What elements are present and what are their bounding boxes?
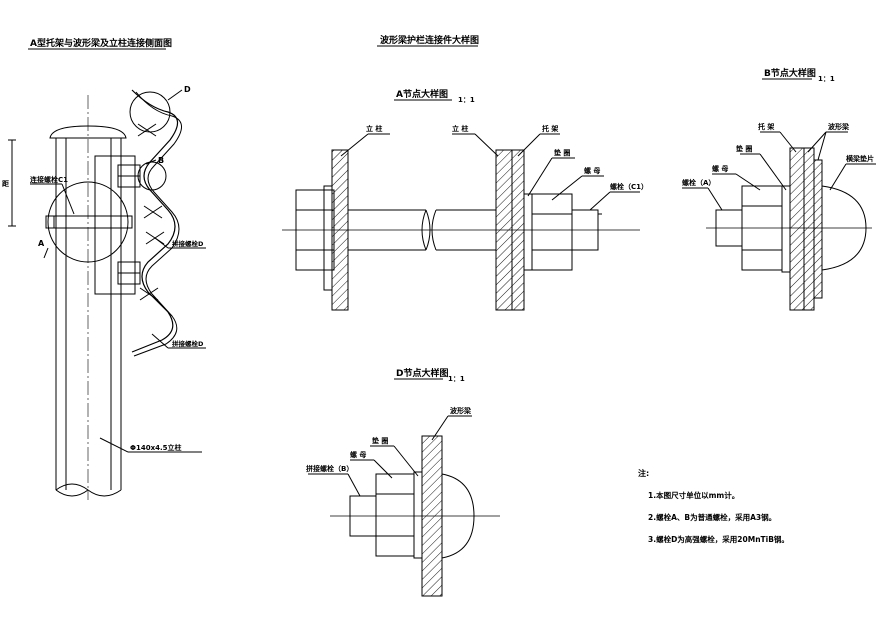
title-center: 波形梁护栏连接件大样图 bbox=[377, 34, 479, 47]
detail-b-labels: 托 架 波形梁 垫 圈 螺 母 螺栓（A） 横梁垫片 bbox=[682, 122, 874, 187]
label-post: Φ140x4.5立柱 bbox=[130, 443, 181, 452]
detail-a-labels: 立 柱 立 柱 托 架 垫 圈 螺 母 螺栓（C1） bbox=[366, 124, 648, 191]
detail-d-title-text: D节点大样图 bbox=[396, 367, 448, 379]
detail-a-title-text: A节点大样图 bbox=[396, 88, 448, 100]
detail-b-title-text: B节点大样图 bbox=[764, 67, 816, 79]
detail-b-label-washer: 垫 圈 bbox=[736, 144, 752, 153]
title-left: A型托架与波形梁及立柱连接侧面图 bbox=[28, 37, 172, 50]
detail-a-label-bolt: 螺栓（C1） bbox=[610, 182, 648, 191]
detail-d-label-nut: 螺 母 bbox=[350, 450, 366, 459]
title-detail-b: B节点大样图 1：1 bbox=[762, 67, 835, 83]
detail-a-scale: 1：1 bbox=[458, 96, 475, 104]
detail-d-drawing bbox=[308, 415, 500, 597]
callout-d: D bbox=[184, 85, 191, 94]
title-detail-d: D节点大样图 1：1 bbox=[394, 367, 465, 383]
detail-b-label-nut: 螺 母 bbox=[712, 164, 728, 173]
detail-a-label-nut: 螺 母 bbox=[584, 166, 600, 175]
detail-b-label-bracket: 托 架 bbox=[758, 122, 774, 131]
detail-b-label-spacer: 横梁垫片 bbox=[846, 154, 874, 163]
title-left-text: A型托架与波形梁及立柱连接侧面图 bbox=[30, 37, 172, 49]
detail-b-label-bolt: 螺栓（A） bbox=[682, 178, 715, 187]
detail-a-label-post-1: 立 柱 bbox=[366, 124, 382, 133]
dimension-label: 距 bbox=[2, 179, 9, 188]
detail-d-label-washer: 垫 圈 bbox=[372, 436, 388, 445]
note-item-1: 1.本图尺寸单位以mm计。 bbox=[648, 490, 739, 500]
notes-block: 注: 1.本图尺寸单位以mm计。 2.螺栓A、B为普通螺栓，采用A3钢。 3.螺… bbox=[638, 468, 789, 544]
label-splice-bolt-1: 拼接螺栓D bbox=[172, 239, 204, 248]
note-item-2: 2.螺栓A、B为普通螺栓，采用A3钢。 bbox=[648, 512, 776, 522]
label-splice-bolt-2: 拼接螺栓D bbox=[172, 339, 204, 348]
notes-heading: 注: bbox=[638, 468, 649, 478]
left-view-labels: D B A 连接螺栓C1 拼接螺栓D 拼接螺栓D Φ140x4.5立柱 距 bbox=[2, 85, 204, 452]
label-bolt-c1: 连接螺栓C1 bbox=[30, 175, 68, 184]
detail-d-scale: 1：1 bbox=[448, 375, 465, 383]
detail-b-label-beam: 波形梁 bbox=[828, 122, 850, 131]
detail-d-label-beam: 波形梁 bbox=[450, 406, 472, 415]
title-detail-a: A节点大样图 1：1 bbox=[394, 88, 475, 104]
detail-d-label-bolt: 拼接螺栓（B） bbox=[306, 464, 353, 473]
detail-a-label-bracket: 托 架 bbox=[542, 124, 558, 133]
callout-b: B bbox=[158, 156, 164, 165]
callout-a: A bbox=[38, 239, 45, 248]
note-item-3: 3.螺栓D为高强螺栓，采用20MnTiB钢。 bbox=[648, 534, 789, 544]
detail-b-drawing bbox=[682, 131, 876, 311]
detail-b-scale: 1：1 bbox=[818, 75, 835, 83]
detail-a-label-post-2: 立 柱 bbox=[452, 124, 468, 133]
detail-a-label-washer: 垫 圈 bbox=[554, 148, 570, 157]
title-center-text: 波形梁护栏连接件大样图 bbox=[380, 34, 479, 46]
detail-a-drawing bbox=[282, 133, 640, 311]
left-side-view bbox=[8, 89, 206, 500]
detail-d-labels: 垫 圈 螺 母 拼接螺栓（B） 波形梁 bbox=[306, 406, 472, 473]
